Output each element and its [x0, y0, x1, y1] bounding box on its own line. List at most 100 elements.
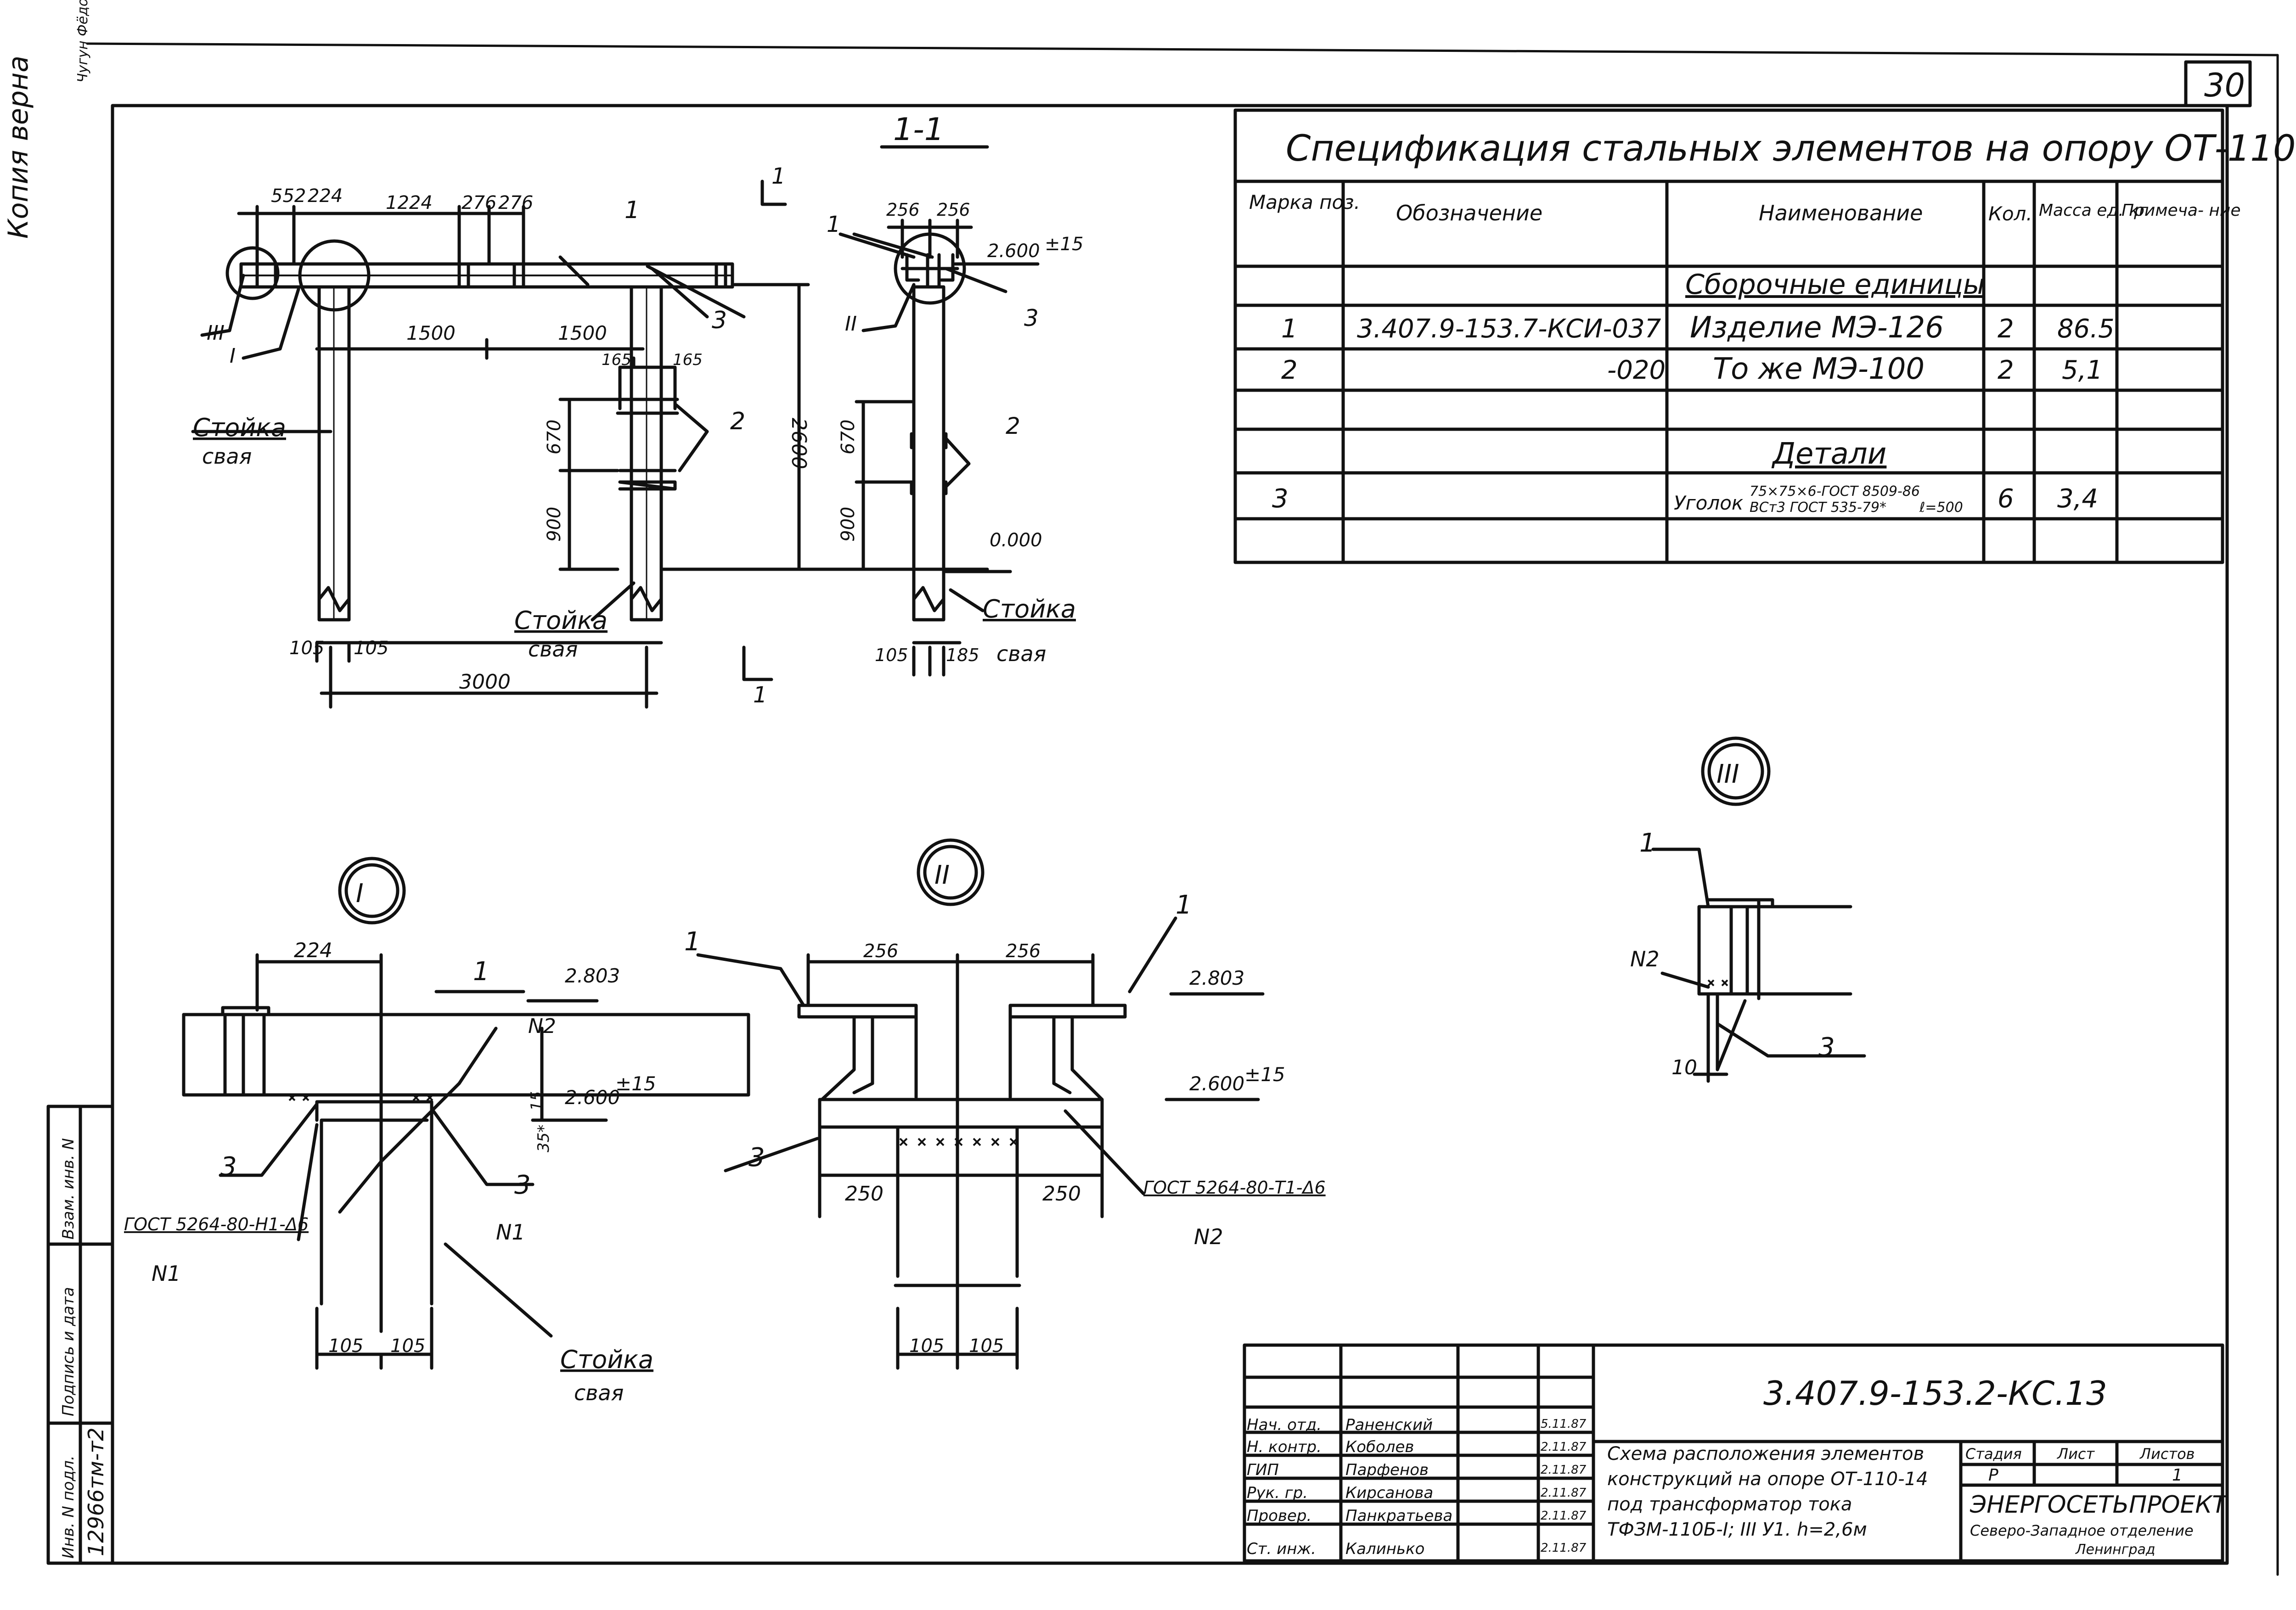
detail-i-n2: N2: [528, 1015, 556, 1038]
section-ref-ii: II: [845, 312, 857, 336]
detail-ii-dim-250b: 250: [1042, 1182, 1081, 1206]
detail-ii-pos1b: 1: [1176, 890, 1192, 920]
side-stamp-label-1: Подпись и дата: [59, 1287, 78, 1416]
detail-i-dim-105a: 105: [328, 1335, 363, 1357]
detail-ii-elev-mid: 2.600: [1189, 1072, 1244, 1095]
tb-name-4: Панкратьева: [1345, 1507, 1452, 1525]
section-dim-256a: 256: [886, 200, 920, 220]
specification-table: [1233, 108, 2224, 564]
spec-header-name: Наименование: [1759, 201, 1923, 225]
main-ref-iii: III: [207, 321, 225, 345]
spec-row2-qty: 2: [1998, 355, 2014, 385]
detail-ii-elev-top: 2.803: [1189, 967, 1244, 989]
spec-title: Спецификация стальных элементов на опору…: [1286, 128, 2296, 169]
margin-note: Копия верна: [2, 56, 34, 239]
main-pos2: 2: [730, 408, 745, 435]
detail-i-post-1: Стойка: [560, 1345, 653, 1374]
detail-i-post-2: свая: [574, 1380, 624, 1405]
tb-role-2: ГИП: [1247, 1461, 1279, 1479]
tb-role-1: Н. контр.: [1247, 1438, 1322, 1456]
section-elev-top: 2.600: [987, 241, 1040, 262]
dim-1500b: 1500: [558, 322, 607, 344]
spec-row1-qty: 2: [1998, 314, 2014, 344]
sheet-number: 30: [2204, 67, 2245, 104]
tb-org-branch: Северо-Западное отделение: [1970, 1522, 2194, 1539]
dim-224: 224: [308, 185, 343, 207]
dim-900: 900: [544, 507, 565, 542]
spec-row2-mass: 5,1: [2062, 355, 2103, 385]
detail-i-dim-105b: 105: [390, 1335, 425, 1357]
tb-name-3: Кирсанова: [1345, 1484, 1433, 1502]
spec-header-pos: Марка поз.: [1249, 191, 1360, 213]
spec-section-assembly: Сборочные единицы: [1685, 269, 1985, 301]
dim-165b: 165: [673, 351, 703, 369]
detail-iii-dim-10: 10: [1671, 1056, 1697, 1079]
main-pos1: 1: [625, 196, 640, 224]
section-dim-256b: 256: [937, 200, 970, 220]
side-stamp: [46, 1105, 114, 1565]
tb-sheet-header: Лист: [2057, 1445, 2095, 1463]
section-dim-105: 105: [875, 645, 908, 665]
tb-date-3: 2.11.87: [1541, 1486, 1587, 1500]
spec-row3-pos: 3: [1272, 484, 1289, 514]
tb-name-1: Коболев: [1345, 1438, 1414, 1456]
detail-i-pos1: 1: [473, 957, 490, 987]
dim-670: 670: [544, 420, 565, 454]
outer-trim-line: [86, 42, 2279, 1576]
tb-desc-3: ТФЗМ-110Б-I; III У1. h=2,6м: [1607, 1519, 1867, 1540]
tb-desc-2: под трансформатор тока: [1607, 1494, 1852, 1515]
spec-section-details: Детали: [1771, 437, 1886, 471]
dim-276b: 276: [498, 192, 533, 213]
detail-ii-n2: N2: [1194, 1224, 1223, 1249]
tb-desc-0: Схема расположения элементов: [1607, 1443, 1924, 1464]
detail-ii-dim-256a: 256: [863, 941, 898, 962]
section-elev-top-tol: ±15: [1045, 234, 1083, 255]
detail-i-n1: N1: [496, 1220, 525, 1245]
detail-i-elev-top: 2.803: [565, 965, 620, 987]
detail-iii-marker: III: [1716, 759, 1739, 789]
detail-i-weld: ГОСТ 5264-80-Н1-Δ6: [124, 1214, 309, 1234]
tb-org-city: Ленинград: [2075, 1542, 2155, 1558]
main-post-right-1: Стойка: [514, 606, 608, 635]
spec-row2-pos: 2: [1281, 355, 1298, 385]
dim-2600: 2600: [787, 418, 810, 469]
tb-stage: Р: [1988, 1466, 1998, 1485]
cut-mark-a: 1: [771, 163, 786, 189]
detail-i-elev-mid: 2.600: [565, 1086, 620, 1109]
drawing-frame: [111, 104, 2229, 1565]
dim-1500a: 1500: [406, 322, 456, 344]
dim-276a: 276: [461, 192, 496, 213]
title-code: 3.407.9-153.2-КС.13: [1763, 1374, 2107, 1413]
tb-name-5: Калинько: [1345, 1540, 1424, 1558]
spec-row2-designation: -020: [1607, 355, 1666, 385]
detail-ii-weld: ГОСТ 5264-80-Т1-Δ6: [1143, 1178, 1326, 1198]
side-stamp-label-2: Взам. инв. N: [59, 1138, 78, 1240]
detail-ii-view: [696, 838, 1265, 1370]
main-post-left-1: Стойка: [193, 413, 286, 442]
main-front-view: [191, 180, 989, 709]
section-dim-670: 670: [838, 420, 859, 454]
tb-date-0: 5.11.87: [1541, 1417, 1587, 1431]
spec-row1-name: Изделие МЭ-126: [1690, 311, 1944, 345]
spec-row1-mass: 86.5: [2057, 314, 2115, 344]
main-post-right-2: свая: [528, 637, 578, 662]
detail-i-pos3a: 3: [220, 1152, 237, 1182]
detail-i-dim-35: 35*: [535, 1125, 553, 1152]
spec-header-designation: Обозначение: [1396, 201, 1542, 225]
spec-row3-name-upper: 75×75×6-ГОСТ 8509-86: [1750, 483, 1920, 499]
detail-ii-elev-mid-tol: ±15: [1244, 1063, 1285, 1086]
tb-sheets-total: 1: [2172, 1466, 2183, 1485]
cut-mark-b: 1: [753, 682, 767, 708]
dim-105b: 105: [354, 638, 388, 659]
detail-i-n1b: N1: [152, 1261, 181, 1286]
section-title: 1-1: [893, 112, 944, 148]
detail-i-pos3b: 3: [514, 1170, 531, 1200]
section-dim-900: 900: [838, 507, 859, 542]
detail-ii-dim-256b: 256: [1006, 941, 1041, 962]
spec-header-qty: Кол.: [1988, 202, 2032, 225]
tb-date-5: 2.11.87: [1541, 1541, 1587, 1555]
margin-top-note: Чугун Фёдоров Падорга: [75, 0, 91, 83]
dim-3000: 3000: [459, 670, 511, 694]
detail-ii-dim-105a: 105: [909, 1335, 944, 1357]
